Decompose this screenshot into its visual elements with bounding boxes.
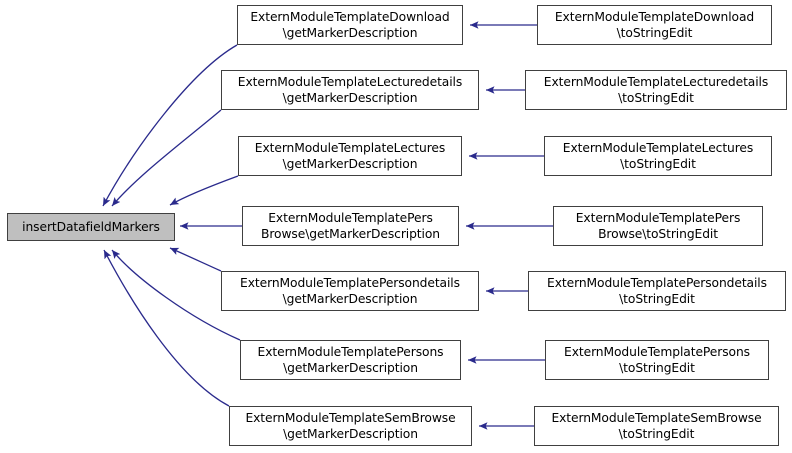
middle-node-3[interactable]: ExternModuleTemplatePers Browse\getMarke… [242,206,459,246]
node-label: ExternModuleTemplateDownload \getMarkerD… [250,10,450,40]
node-label: ExternModuleTemplateLecturedetails \toSt… [543,75,769,105]
node-label: ExternModuleTemplatePers Browse\toString… [575,211,741,241]
edge-to-root-6 [103,249,230,407]
node-label: ExternModuleTemplateSemBrowse \toStringE… [551,411,762,441]
edge-to-root-1 [111,109,222,207]
edge-to-root-0 [102,44,238,207]
right-node-5[interactable]: ExternModuleTemplatePersons \toStringEdi… [545,340,769,380]
middle-node-1[interactable]: ExternModuleTemplateLecturedetails \getM… [221,70,479,110]
middle-node-2[interactable]: ExternModuleTemplateLectures \getMarkerD… [238,136,462,176]
node-label: ExternModuleTemplateSemBrowse \getMarker… [245,411,456,441]
right-node-1[interactable]: ExternModuleTemplateLecturedetails \toSt… [525,70,787,110]
right-node-6[interactable]: ExternModuleTemplateSemBrowse \toStringE… [534,406,779,446]
middle-node-0[interactable]: ExternModuleTemplateDownload \getMarkerD… [237,5,463,45]
node-label: ExternModuleTemplateLectures \toStringEd… [562,141,754,171]
node-label: ExternModuleTemplateDownload \toStringEd… [554,10,755,40]
right-node-2[interactable]: ExternModuleTemplateLectures \toStringEd… [544,136,772,176]
node-label: ExternModuleTemplatePersondetails \getMa… [240,276,460,306]
middle-node-6[interactable]: ExternModuleTemplateSemBrowse \getMarker… [229,406,472,446]
node-label: ExternModuleTemplatePersondetails \toStr… [547,276,767,306]
right-node-3[interactable]: ExternModuleTemplatePers Browse\toString… [553,206,763,246]
middle-node-4[interactable]: ExternModuleTemplatePersondetails \getMa… [221,271,479,311]
node-label: ExternModuleTemplatePersons \getMarkerDe… [257,345,444,375]
middle-node-5[interactable]: ExternModuleTemplatePersons \getMarkerDe… [240,340,461,380]
node-label: insertDatafieldMarkers [22,220,160,234]
node-insert-datafield-markers[interactable]: insertDatafieldMarkers [7,213,175,241]
node-label: ExternModuleTemplatePers Browse\getMarke… [261,211,440,241]
node-label: ExternModuleTemplateLecturedetails \getM… [237,75,463,105]
node-label: ExternModuleTemplatePersons \toStringEdi… [564,345,750,375]
node-label: ExternModuleTemplateLectures \getMarkerD… [254,141,446,171]
edge-to-root-2 [169,175,239,206]
right-node-4[interactable]: ExternModuleTemplatePersondetails \toStr… [528,271,786,311]
edge-to-root-4 [169,247,222,272]
right-node-0[interactable]: ExternModuleTemplateDownload \toStringEd… [537,5,772,45]
